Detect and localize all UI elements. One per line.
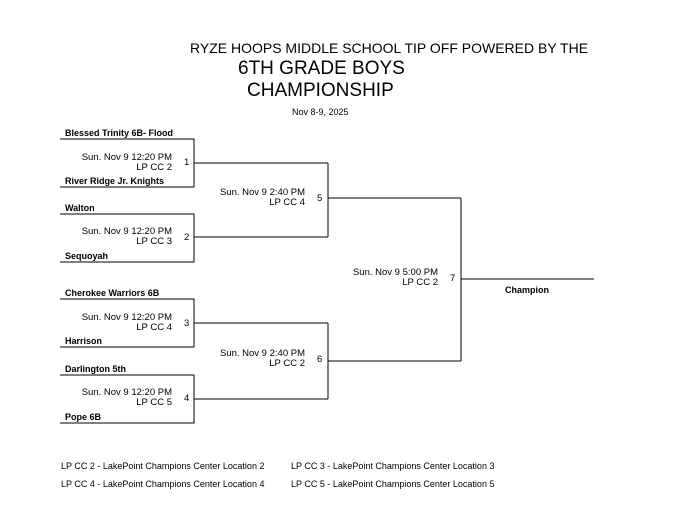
game-4-time: Sun. Nov 9 12:20 PM	[81, 387, 172, 398]
game-5-number: 5	[317, 193, 323, 204]
team-harrison: Harrison	[65, 336, 103, 346]
game-2-location: LP CC 3	[136, 236, 172, 247]
team-darlington: Darlington 5th	[65, 364, 126, 374]
team-pope: Pope 6B	[65, 412, 102, 422]
game-6-location: LP CC 2	[269, 358, 305, 369]
team-sequoyah: Sequoyah	[65, 251, 109, 261]
game-3-info: Sun. Nov 9 12:20 PM LP CC 4	[82, 313, 172, 333]
legend-item-lpcc5: LP CC 5 - LakePoint Champions Center Loc…	[291, 479, 495, 489]
game-1-number: 1	[184, 157, 190, 168]
game-1-info: Sun. Nov 9 12:20 PM LP CC 2	[82, 153, 172, 173]
game-7-location: LP CC 2	[402, 277, 438, 288]
game-1-location: LP CC 2	[136, 162, 172, 173]
legend-item-lpcc4: LP CC 4 - LakePoint Champions Center Loc…	[61, 479, 265, 489]
tournament-date: Nov 8-9, 2025	[292, 107, 349, 117]
game-2-time: Sun. Nov 9 12:20 PM	[81, 226, 172, 237]
game-3-time: Sun. Nov 9 12:20 PM	[81, 312, 172, 323]
game-5-time: Sun. Nov 9 2:40 PM	[219, 187, 305, 198]
tournament-title: RYZE HOOPS MIDDLE SCHOOL TIP OFF POWERED…	[190, 40, 589, 56]
game-3-location: LP CC 4	[136, 322, 172, 333]
game-4-location: LP CC 5	[136, 397, 172, 408]
game-2-info: Sun. Nov 9 12:20 PM LP CC 3	[82, 227, 172, 247]
game-7-info: Sun. Nov 9 5:00 PM LP CC 2	[353, 268, 438, 288]
game-3-number: 3	[184, 318, 190, 329]
game-6-info: Sun. Nov 9 2:40 PM LP CC 2	[220, 349, 305, 369]
game-1-time: Sun. Nov 9 12:20 PM	[81, 152, 172, 163]
game-5-info: Sun. Nov 9 2:40 PM LP CC 4	[220, 188, 305, 208]
division-title: 6TH GRADE BOYS	[238, 58, 405, 79]
team-cherokee-warriors: Cherokee Warriors 6B	[65, 288, 160, 298]
game-6-time: Sun. Nov 9 2:40 PM	[219, 348, 305, 359]
game-7-number: 7	[450, 273, 456, 284]
champion-label: Champion	[505, 285, 549, 295]
game-6-number: 6	[317, 354, 323, 365]
game-7-time: Sun. Nov 9 5:00 PM	[352, 267, 438, 278]
game-2-bracket	[60, 213, 195, 263]
game-4-info: Sun. Nov 9 12:20 PM LP CC 5	[82, 388, 172, 408]
game-4-number: 4	[184, 393, 190, 404]
team-river-ridge: River Ridge Jr. Knights	[65, 176, 165, 186]
legend-item-lpcc3: LP CC 3 - LakePoint Champions Center Loc…	[291, 461, 495, 471]
team-blessed-trinity: Blessed Trinity 6B- Flood	[65, 128, 174, 138]
championship-title: CHAMPIONSHIP	[247, 80, 394, 101]
game-5-location: LP CC 4	[269, 197, 305, 208]
team-walton: Walton	[65, 203, 95, 213]
game-2-number: 2	[184, 232, 190, 243]
legend-item-lpcc2: LP CC 2 - LakePoint Champions Center Loc…	[61, 461, 265, 471]
